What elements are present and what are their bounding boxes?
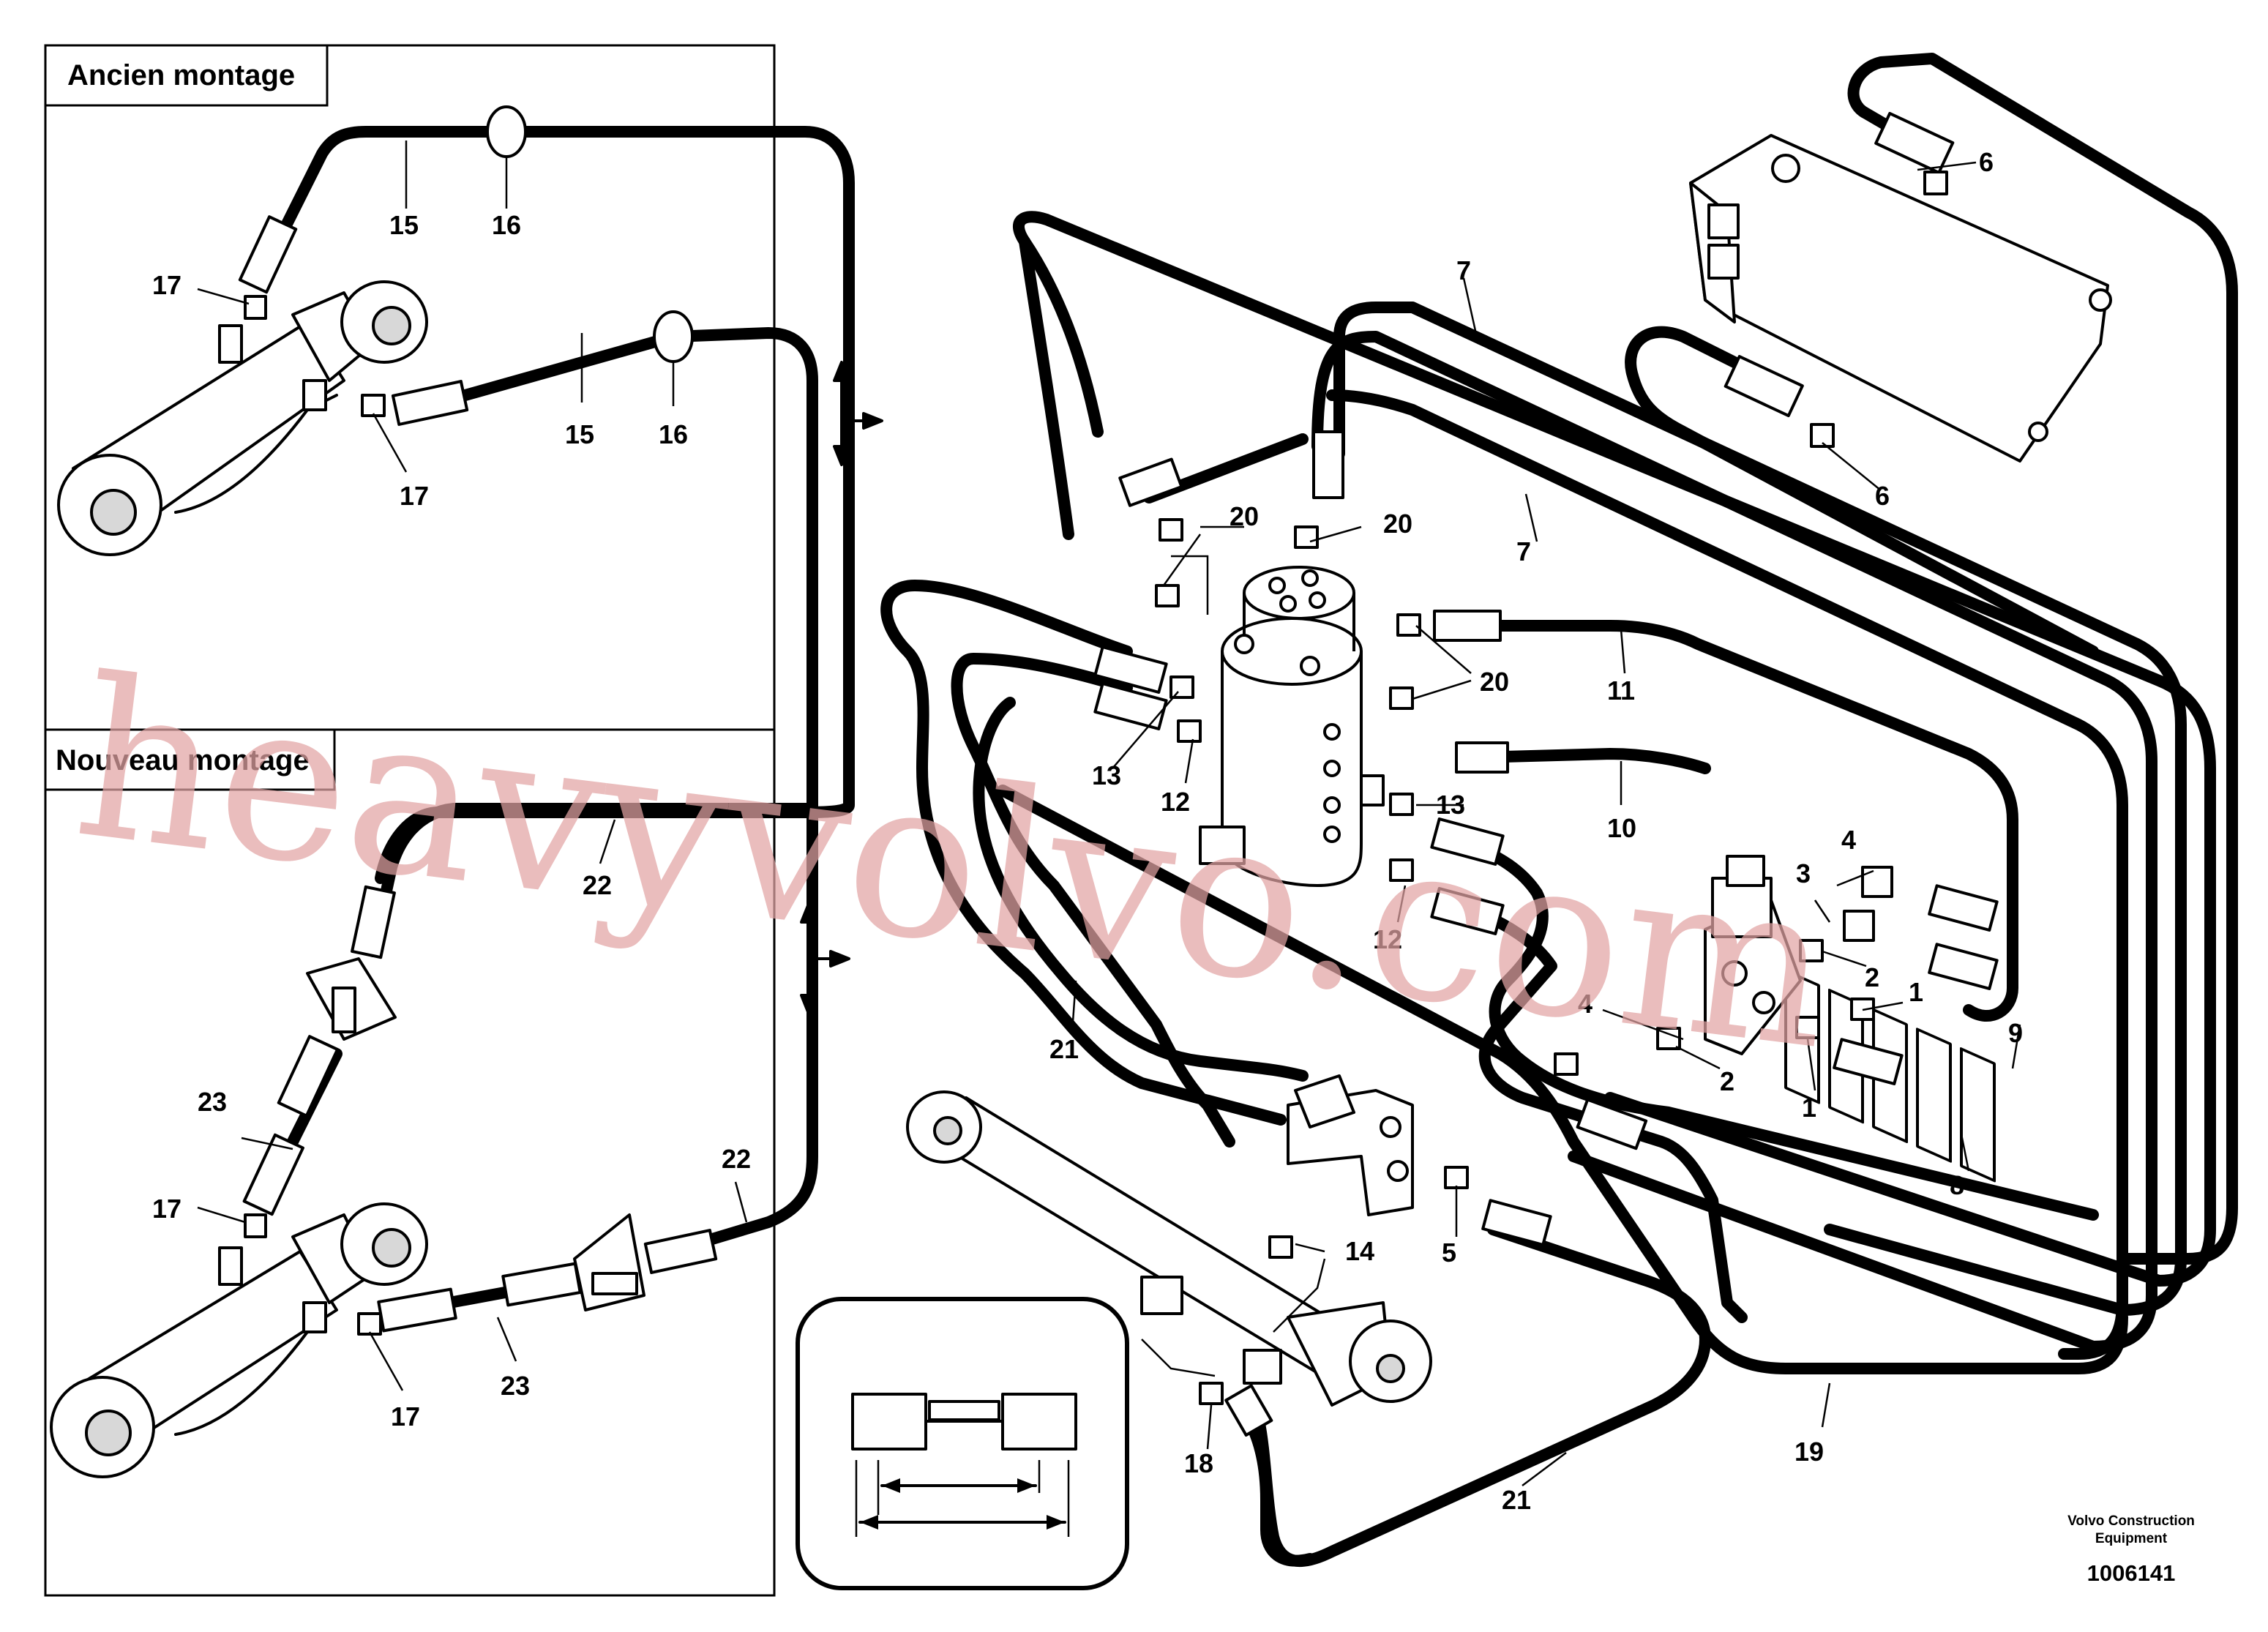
callout-5: 5: [1442, 1238, 1456, 1268]
callout-12: 12: [1161, 787, 1190, 817]
main-leaders: [1071, 161, 2021, 1486]
solenoid-valve-block: [1704, 855, 1802, 1055]
callout-2: 2: [1720, 1066, 1734, 1096]
callout-21: 21: [1049, 1034, 1079, 1064]
callout-labels: 15 16 17 15 16 17 22 23 17 22 23 17 7 7 …: [152, 147, 2023, 1515]
callout-11: 11: [1607, 675, 1635, 705]
hose-18: [1224, 1384, 1316, 1567]
old-adapter-17: [244, 295, 386, 417]
old-hose-15-lower: [391, 327, 818, 811]
callout-23: 23: [501, 1371, 530, 1401]
callout-18: 18: [1184, 1448, 1213, 1478]
callout-6: 6: [1875, 481, 1890, 511]
callout-12: 12: [1373, 924, 1402, 954]
callout-3: 3: [1796, 858, 1811, 888]
company-name-line1: Volvo Construction: [2067, 1513, 2195, 1529]
callout-13: 13: [1436, 790, 1465, 820]
callout-21: 21: [1502, 1485, 1531, 1515]
flow-arrows: [800, 361, 883, 1015]
new-hose-23: [242, 1035, 582, 1333]
hose-length-detail: [796, 1297, 1129, 1590]
callout-22: 22: [583, 870, 612, 900]
callout-4: 4: [1841, 825, 1856, 855]
swivel-joint: [1199, 566, 1385, 887]
callout-2: 2: [1865, 962, 1879, 992]
callout-8: 8: [1950, 1170, 1964, 1200]
callout-17: 17: [391, 1401, 420, 1431]
hose-bundle: [997, 211, 2216, 1374]
callout-20: 20: [1383, 509, 1412, 539]
hose-6-loops: [1625, 53, 2238, 1265]
new-panel-leaders: [197, 819, 748, 1391]
callout-17: 17: [152, 1194, 181, 1224]
callout-10: 10: [1607, 813, 1636, 843]
swivel-hoses: [880, 236, 2099, 1567]
old-bulkhead-16: [486, 105, 694, 363]
callout-14: 14: [1345, 1236, 1374, 1266]
new-hose-22: [351, 799, 818, 1274]
callout-16: 16: [659, 419, 688, 449]
callout-20: 20: [1230, 501, 1259, 531]
drawing-number: 1006141: [2087, 1560, 2176, 1586]
old-cylinder: [57, 280, 428, 556]
callout-7: 7: [1516, 536, 1531, 566]
new-assembly-panel: Nouveau montage: [44, 728, 776, 1597]
callout-17: 17: [152, 270, 181, 300]
control-valve-block: [1689, 134, 2112, 1183]
callout-22: 22: [722, 1144, 751, 1174]
new-bulkhead-plates: [306, 957, 645, 1311]
callout-9: 9: [2008, 1018, 2023, 1048]
callout-4: 4: [1578, 989, 1593, 1019]
callout-1: 1: [1909, 977, 1923, 1007]
new-assembly-title: Nouveau montage: [56, 744, 310, 776]
callout-13: 13: [1092, 760, 1121, 790]
company-name-line2: Equipment: [2095, 1531, 2168, 1546]
main-hose-end-fittings: [1093, 430, 1999, 1246]
callout-23: 23: [198, 1087, 227, 1117]
cylinder-valve-block: [1287, 1074, 1414, 1216]
valve-sections: [1784, 969, 1996, 1183]
callout-7: 7: [1456, 255, 1471, 285]
callout-15: 15: [565, 419, 594, 449]
callout-15: 15: [389, 210, 419, 240]
old-assembly-panel: Ancien montage: [44, 44, 776, 731]
callout-1: 1: [1802, 1093, 1816, 1123]
callout-17: 17: [400, 481, 429, 511]
new-cylinder: [50, 1202, 428, 1478]
footer: Volvo Construction Equipment 1006141: [2067, 1513, 2195, 1586]
old-panel-leaders: [197, 141, 675, 473]
callout-6: 6: [1979, 147, 1994, 177]
callout-20: 20: [1480, 667, 1509, 697]
new-adapter-17: [244, 1213, 382, 1336]
callout-16: 16: [492, 210, 521, 240]
callout-19: 19: [1794, 1437, 1824, 1467]
old-assembly-title: Ancien montage: [67, 59, 295, 91]
lift-cylinder: [906, 1090, 1432, 1407]
